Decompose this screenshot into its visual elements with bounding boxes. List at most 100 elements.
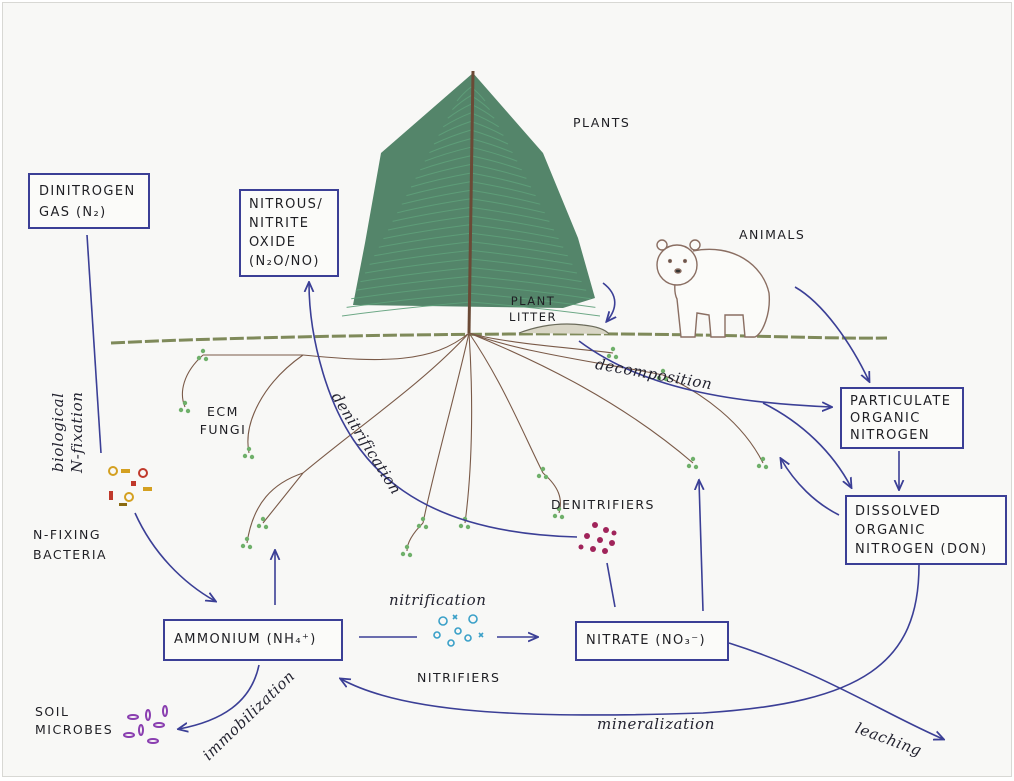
biological-n-fixation-label: biological N-fixation: [49, 392, 87, 473]
particulate-line2: ORGANIC: [850, 411, 921, 426]
tree-branch: [470, 215, 555, 231]
particulate-line1: PARTICULATE: [850, 394, 952, 409]
ecm-fungi-line2: FUNGI: [199, 422, 247, 437]
fungal-tip: [663, 376, 669, 382]
nitrous-line4: (N₂O/NO): [249, 254, 320, 269]
fungal-tip: [247, 544, 253, 550]
fungal-tip: [246, 446, 252, 452]
tree-branch: [470, 249, 573, 265]
fungal-tip: [606, 353, 612, 359]
tree-branch: [470, 181, 536, 197]
ground-line: [110, 332, 888, 345]
tree-branch: [410, 172, 472, 188]
fungal-tip: [407, 552, 413, 558]
fungal-tip: [400, 551, 406, 557]
tree-branch: [470, 301, 601, 317]
fungal-tip: [756, 463, 762, 469]
tree-branch: [456, 86, 472, 102]
tree-branch: [470, 138, 513, 154]
bear: [656, 239, 771, 338]
tree-branch: [470, 129, 509, 145]
tree-branch: [470, 292, 596, 308]
fungal-tip: [556, 506, 562, 512]
fungal-tip: [686, 463, 692, 469]
fungal-tip: [244, 536, 250, 542]
arrow-plants-to-litter: [602, 282, 615, 321]
fungal-tip: [404, 544, 410, 550]
tree-branch: [470, 155, 522, 171]
dissolved-organic-nitrogen-box: DISSOLVED ORGANIC NITROGEN (DON): [845, 495, 1007, 565]
tree-branch: [351, 284, 472, 300]
fungal-tip: [536, 473, 542, 479]
fungal-tip: [416, 523, 422, 529]
root-branch: [468, 332, 614, 354]
root-branch: [468, 332, 544, 474]
dinitrogen-gas-box: DINITROGEN GAS (N₂): [28, 173, 150, 229]
fungal-tip: [242, 453, 248, 459]
tree: [341, 70, 601, 334]
n-fixation-line: N-fixation: [68, 391, 86, 473]
plant-litter-line2: LITTER: [509, 310, 557, 324]
tree-branch: [470, 120, 504, 136]
root-branch: [246, 472, 304, 544]
tree-branch: [355, 275, 472, 291]
fungal-tip: [690, 456, 696, 462]
tree-trunk: [467, 70, 475, 334]
dinitrogen-line2: GAS (N₂): [39, 205, 107, 220]
fungal-tip: [182, 400, 188, 406]
tree-branch: [420, 155, 472, 171]
tree-branch: [424, 146, 472, 162]
tree-branch: [383, 224, 472, 240]
arrow-immobilization: [179, 664, 260, 729]
fungal-tip: [240, 543, 246, 549]
particulate-organic-nitrogen-box: PARTICULATE ORGANIC NITROGEN: [840, 387, 964, 449]
fungal-tip: [420, 516, 426, 522]
soil-microbes-line1: SOIL: [35, 704, 70, 719]
nitrification-label: nitrification: [389, 591, 487, 609]
fungal-tip: [200, 348, 206, 354]
tree-branch: [470, 146, 518, 162]
plant-litter-line1: PLANT: [510, 294, 556, 308]
tree-branch: [470, 267, 582, 283]
tree-branch: [470, 189, 541, 205]
tree-branch: [442, 112, 472, 128]
root-branch: [181, 354, 204, 408]
fungal-tip: [465, 524, 471, 530]
tree-branch: [378, 232, 472, 248]
denitrifiers-label: DENITRIFIERS: [551, 497, 655, 512]
tree-branch: [470, 224, 559, 240]
nitrate-label: NITRATE (NO₃⁻): [586, 633, 706, 648]
tree-branch: [438, 120, 472, 136]
arrow-animals-to-particulate: [794, 286, 869, 381]
dissolved-line2: ORGANIC: [855, 523, 926, 538]
mineralization-label: mineralization: [597, 715, 716, 733]
dinitrogen-line1: DINITROGEN: [39, 184, 136, 199]
nitrous-line1: NITROUS/: [249, 197, 324, 212]
tree-branch: [429, 138, 472, 154]
nitrate-box: NITRATE (NO₃⁻): [575, 621, 729, 661]
arrow-decomposition: [578, 340, 831, 407]
ecm-fungi-label: ECM FUNGI: [193, 403, 253, 439]
root-branch: [464, 332, 473, 524]
soil-microbes-label: SOIL MICROBES: [35, 703, 113, 739]
fungal-tip: [760, 456, 766, 462]
tree-branch: [470, 258, 578, 274]
tree-branch: [470, 284, 591, 300]
particulate-line3: NITROGEN: [850, 428, 930, 443]
tree-branch: [346, 292, 472, 308]
arrow-don-to-fungi: [781, 459, 840, 516]
tree-needles: [341, 86, 601, 317]
tree-branch: [470, 232, 564, 248]
nitrous-oxide-box: NITROUS/ NITRITE OXIDE (N₂O/NO): [239, 189, 339, 277]
tree-branch: [433, 129, 472, 145]
fungal-tip: [178, 407, 184, 413]
root-branch: [422, 332, 470, 524]
fungal-tip: [552, 513, 558, 519]
denitrifiers-cluster: [578, 522, 617, 554]
fungal-tip: [610, 346, 616, 352]
arrow-mineralization: [341, 564, 920, 716]
arrow-nitrate-to-roots: [699, 481, 703, 612]
tree-branch: [406, 181, 472, 197]
arrow-denitrification: [309, 283, 578, 538]
